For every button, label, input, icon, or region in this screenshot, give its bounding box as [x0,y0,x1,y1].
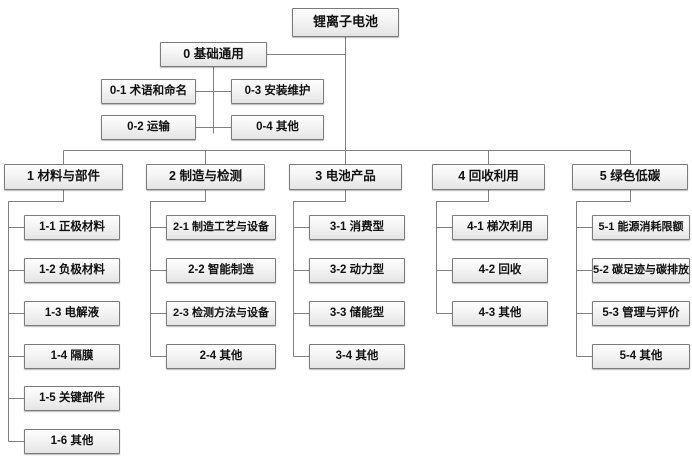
node-1-5[interactable]: 1-5 关键部件 [24,386,120,411]
node-3-3-label: 3-3 储能型 [329,307,385,320]
node-4-2[interactable]: 4-2 回收 [452,258,548,283]
node-general-label: 0 基础通用 [183,46,244,61]
node-cat-3-label: 3 电池产品 [315,169,376,184]
node-5-4[interactable]: 5-4 其他 [592,344,690,369]
node-5-3-label: 5-3 管理与评价 [602,307,680,320]
node-4-1[interactable]: 4-1 梯次利用 [452,215,548,240]
node-1-2-label: 1-2 负极材料 [39,264,105,277]
node-5-2[interactable]: 5-2 碳足迹与碳排放 [592,258,690,283]
node-cat-5[interactable]: 5 绿色低碳 [572,164,688,190]
node-5-1-label: 5-1 能源消耗限额 [598,221,684,234]
node-5-4-label: 5-4 其他 [619,350,663,363]
node-1-4-label: 1-4 隔膜 [50,350,94,363]
node-0-2[interactable]: 0-2 运输 [101,115,196,140]
node-root-label: 锂离子电池 [312,14,378,30]
node-1-3[interactable]: 1-3 电解液 [24,301,120,326]
node-cat-1-label: 1 材料与部件 [27,169,100,184]
node-3-1-label: 3-1 消费型 [329,221,385,234]
node-1-6-label: 1-6 其他 [50,435,94,448]
node-5-3[interactable]: 5-3 管理与评价 [592,301,690,326]
node-cat-4[interactable]: 4 回收利用 [432,164,545,190]
node-3-3[interactable]: 3-3 储能型 [309,301,405,326]
node-0-1-label: 0-1 术语和命名 [109,85,188,98]
node-1-3-label: 1-3 电解液 [44,307,100,320]
node-cat-2-label: 2 制造与检测 [169,169,242,184]
node-2-4-label: 2-4 其他 [199,350,243,363]
node-root[interactable]: 锂离子电池 [292,8,399,37]
node-3-1[interactable]: 3-1 消费型 [309,215,405,240]
node-2-2-label: 2-2 智能制造 [188,264,254,277]
node-0-2-label: 0-2 运输 [127,121,170,134]
node-0-4[interactable]: 0-4 其他 [231,115,324,140]
node-3-2[interactable]: 3-2 动力型 [309,258,405,283]
node-cat-1[interactable]: 1 材料与部件 [4,164,123,190]
node-general[interactable]: 0 基础通用 [160,42,267,67]
line-cat-4-spine [435,190,490,314]
node-0-3[interactable]: 0-3 安装维护 [231,79,324,104]
node-5-2-label: 5-2 碳足迹与碳排放 [593,264,689,277]
node-1-4[interactable]: 1-4 隔膜 [24,344,120,369]
node-1-6[interactable]: 1-6 其他 [24,429,120,454]
node-3-4-label: 3-4 其他 [335,350,379,363]
node-1-1-label: 1-1 正极材料 [39,221,105,234]
node-3-2-label: 3-2 动力型 [329,264,385,277]
node-4-3-label: 4-3 其他 [478,307,522,320]
node-cat-5-label: 5 绿色低碳 [599,169,661,184]
node-cat-3[interactable]: 3 电池产品 [289,164,402,190]
node-4-1-label: 4-1 梯次利用 [467,221,533,234]
node-2-1[interactable]: 2-1 制造工艺与设备 [166,215,276,240]
node-0-4-label: 0-4 其他 [256,121,299,134]
node-5-1[interactable]: 5-1 能源消耗限额 [592,215,690,240]
node-2-1-label: 2-1 制造工艺与设备 [173,221,269,234]
node-1-1[interactable]: 1-1 正极材料 [24,215,120,240]
node-2-4[interactable]: 2-4 其他 [166,344,276,369]
node-3-4[interactable]: 3-4 其他 [309,344,405,369]
node-2-3[interactable]: 2-3 检测方法与设备 [166,301,276,326]
node-cat-2[interactable]: 2 制造与检测 [146,164,265,190]
node-2-2[interactable]: 2-2 智能制造 [166,258,276,283]
node-0-1[interactable]: 0-1 术语和命名 [101,79,196,104]
node-2-3-label: 2-3 检测方法与设备 [173,307,269,320]
node-1-2[interactable]: 1-2 负极材料 [24,258,120,283]
node-1-5-label: 1-5 关键部件 [39,392,105,405]
node-cat-4-label: 4 回收利用 [458,169,519,184]
node-0-3-label: 0-3 安装维护 [244,85,311,98]
node-4-2-label: 4-2 回收 [478,264,522,277]
node-4-3[interactable]: 4-3 其他 [452,301,548,326]
